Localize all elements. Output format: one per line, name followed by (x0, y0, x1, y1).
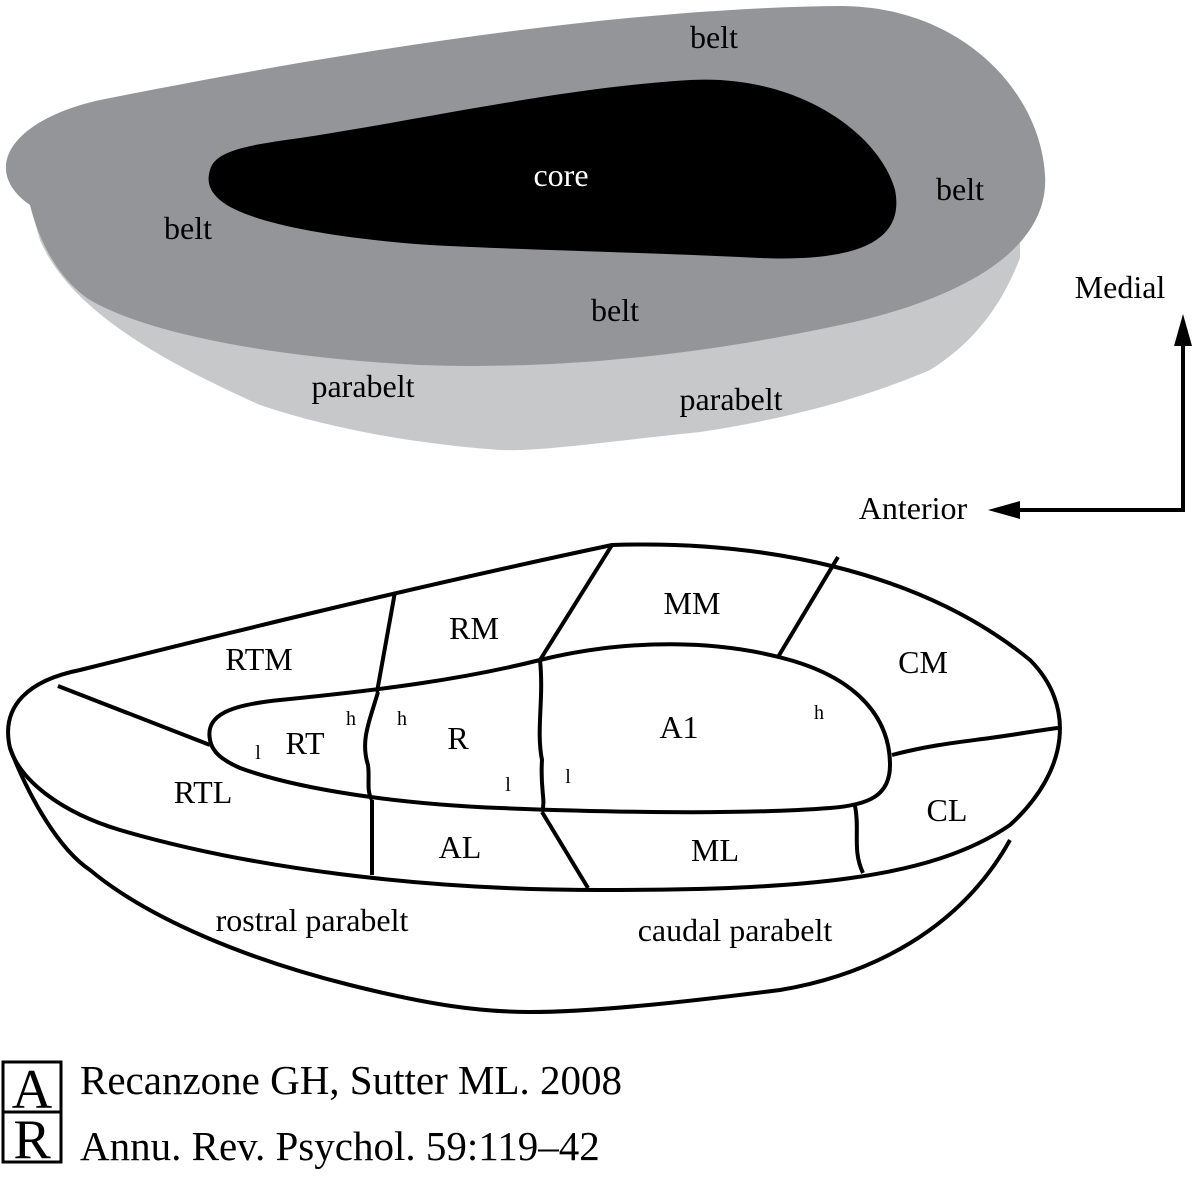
a1-high-mark: h (814, 702, 824, 724)
r-high-mark: h (397, 708, 407, 730)
r-label: R (447, 720, 469, 756)
ml-label: ML (691, 832, 739, 868)
rtm-rtl-boundary (57, 684, 211, 747)
core-outline (207, 642, 892, 815)
rtm-rm-boundary (375, 591, 397, 693)
parabelt-right-label: parabelt (679, 381, 782, 417)
al-label: AL (439, 829, 482, 865)
al-ml-boundary (540, 810, 590, 890)
bottom-diagram-labels: RTM RM MM CM RT R A1 RTL AL ML CL rostra… (174, 585, 968, 948)
belt-bottom-label: belt (591, 292, 639, 328)
parabelt-left-label: parabelt (311, 368, 414, 404)
rt-label: RT (286, 725, 325, 761)
rtm-label: RTM (225, 641, 292, 677)
rt-high-mark: h (346, 708, 356, 730)
belt-right-label: belt (936, 171, 984, 207)
bottom-diagram (6, 542, 1062, 1014)
axis-lines (1010, 340, 1185, 512)
caudal-parabelt-label: caudal parabelt (638, 912, 833, 948)
anterior-arrowhead (988, 501, 1020, 519)
anterior-label: Anterior (859, 490, 968, 526)
orientation-axes: Medial Anterior (859, 269, 1192, 526)
belt-outline (6, 542, 1062, 892)
rtl-label: RTL (174, 774, 233, 810)
parabelt-outline (8, 747, 1012, 1014)
rt-r-boundary (363, 691, 380, 802)
belt-top-label: belt (690, 19, 738, 55)
logo-letter-r: R (13, 1109, 51, 1171)
mm-label: MM (664, 585, 721, 621)
a1-label: A1 (659, 709, 698, 745)
cl-label: CL (927, 792, 968, 828)
ml-cl-boundary (853, 805, 865, 874)
belt-left-label: belt (164, 210, 212, 246)
citation-line-2: Annu. Rev. Psychol. 59:119–42 (80, 1123, 600, 1169)
rostral-parabelt-label: rostral parabelt (216, 902, 409, 938)
medial-label: Medial (1075, 269, 1166, 305)
logo-letter-a: A (12, 1059, 53, 1121)
citation-line-1: Recanzone GH, Sutter ML. 2008 (80, 1057, 622, 1103)
r-low-mark: l (505, 774, 511, 796)
r-a1-boundary (537, 659, 546, 813)
rt-low-mark: l (255, 742, 261, 764)
cm-cl-boundary (891, 726, 1059, 757)
a1-low-mark: l (565, 766, 571, 788)
cm-label: CM (898, 644, 948, 680)
core-label: core (533, 157, 588, 193)
core-region (208, 79, 897, 259)
rm-mm-boundary (538, 543, 614, 662)
mm-cm-boundary (776, 555, 840, 659)
medial-arrowhead (1174, 314, 1192, 346)
annual-reviews-logo: A R (1, 1059, 63, 1171)
rm-label: RM (449, 610, 499, 646)
top-diagram: belt core belt belt belt parabelt parabe… (5, 6, 1046, 451)
